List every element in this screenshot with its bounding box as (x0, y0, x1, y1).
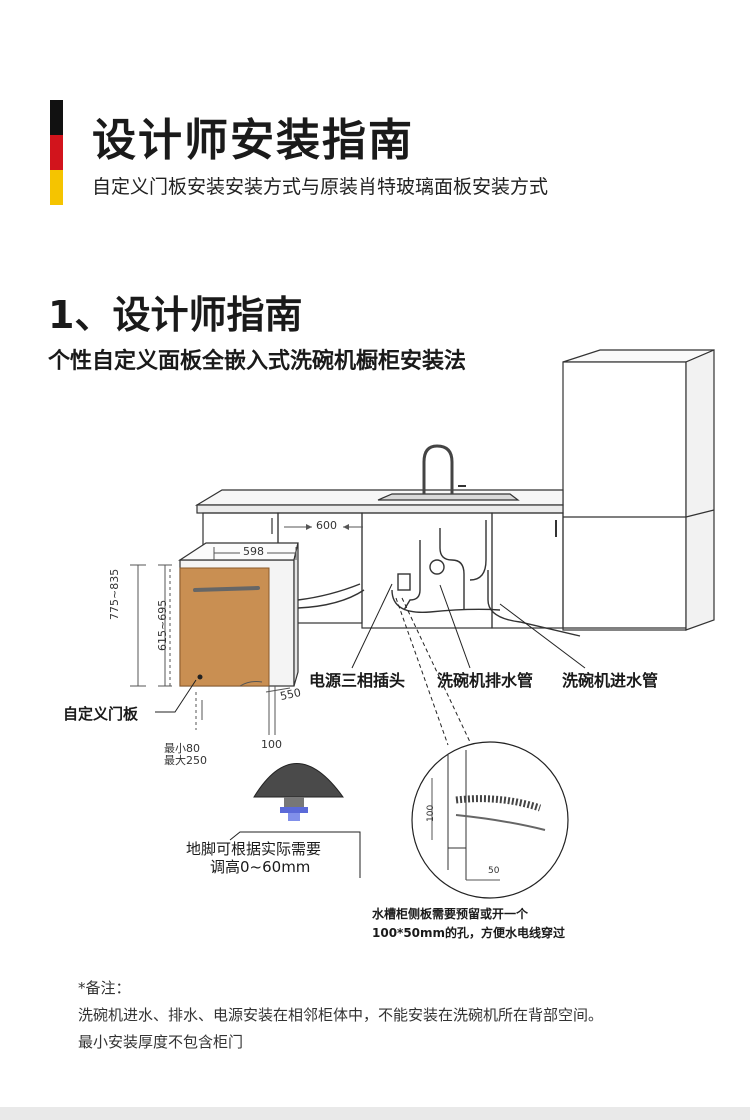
foot-caption-line2: 调高0~60mm (210, 858, 311, 876)
door-handle (193, 586, 260, 592)
label-custom-door: 自定义门板 (63, 705, 139, 723)
dim-615-695: 615~695 (156, 599, 169, 651)
detail-100: 100 (426, 804, 436, 822)
flag-stripe-gold (50, 170, 63, 205)
faucet (422, 444, 454, 494)
dim-598: 598 (243, 545, 264, 558)
section-title: 1、设计师指南 (48, 293, 303, 337)
flag-stripe-black (50, 100, 63, 135)
notes-heading: *备注： (78, 979, 131, 997)
dim-100: 100 (261, 738, 282, 751)
notes-line2: 最小安装厚度不包含柜门 (78, 1033, 244, 1051)
notes: *备注： 洗碗机进水、排水、电源安装在相邻柜体中，不能安装在洗碗机所在背部空间。… (78, 975, 603, 1056)
notes-line1: 洗碗机进水、排水、电源安装在相邻柜体中，不能安装在洗碗机所在背部空间。 (78, 1006, 604, 1024)
sink (377, 493, 520, 501)
drain-pipes (297, 520, 581, 637)
page-subtitle: 自定义门板安装安装方式与原装肖特玻璃面板安装方式 (92, 176, 549, 198)
label-inlet-pipe: 洗碗机进水管 (562, 671, 659, 690)
dim-600: 600 (316, 519, 337, 532)
adjustable-foot-illustration (229, 763, 361, 878)
custom-door-panel (179, 567, 270, 687)
tall-cabinet (562, 349, 715, 631)
dim-min-80: 最小80 (164, 742, 200, 755)
dim-775-835: 775~835 (108, 568, 121, 620)
footer-divider (0, 1107, 750, 1120)
german-flag-bar (50, 100, 63, 205)
section-subtitle: 个性自定义面板全嵌入式洗碗机橱柜安装法 (48, 349, 467, 374)
label-drain-pipe: 洗碗机排水管 (437, 671, 534, 690)
dim-max-250: 最大250 (164, 754, 207, 767)
dimension-lines (130, 526, 363, 735)
page-title: 设计师安装指南 (92, 115, 414, 166)
flag-stripe-red (50, 135, 63, 170)
detail-caption-line2: 100*50mm的孔，方便水电线穿过 (372, 926, 566, 940)
detail-caption-line1: 水槽柜侧板需要预留或开一个 (372, 907, 529, 921)
leader-lines (155, 583, 586, 746)
foot-caption-line1: 地脚可根据实际需要 (186, 840, 322, 858)
detail-50: 50 (488, 866, 500, 876)
side-panel-hole-detail (411, 741, 569, 899)
label-power-plug: 电源三相插头 (309, 671, 406, 690)
